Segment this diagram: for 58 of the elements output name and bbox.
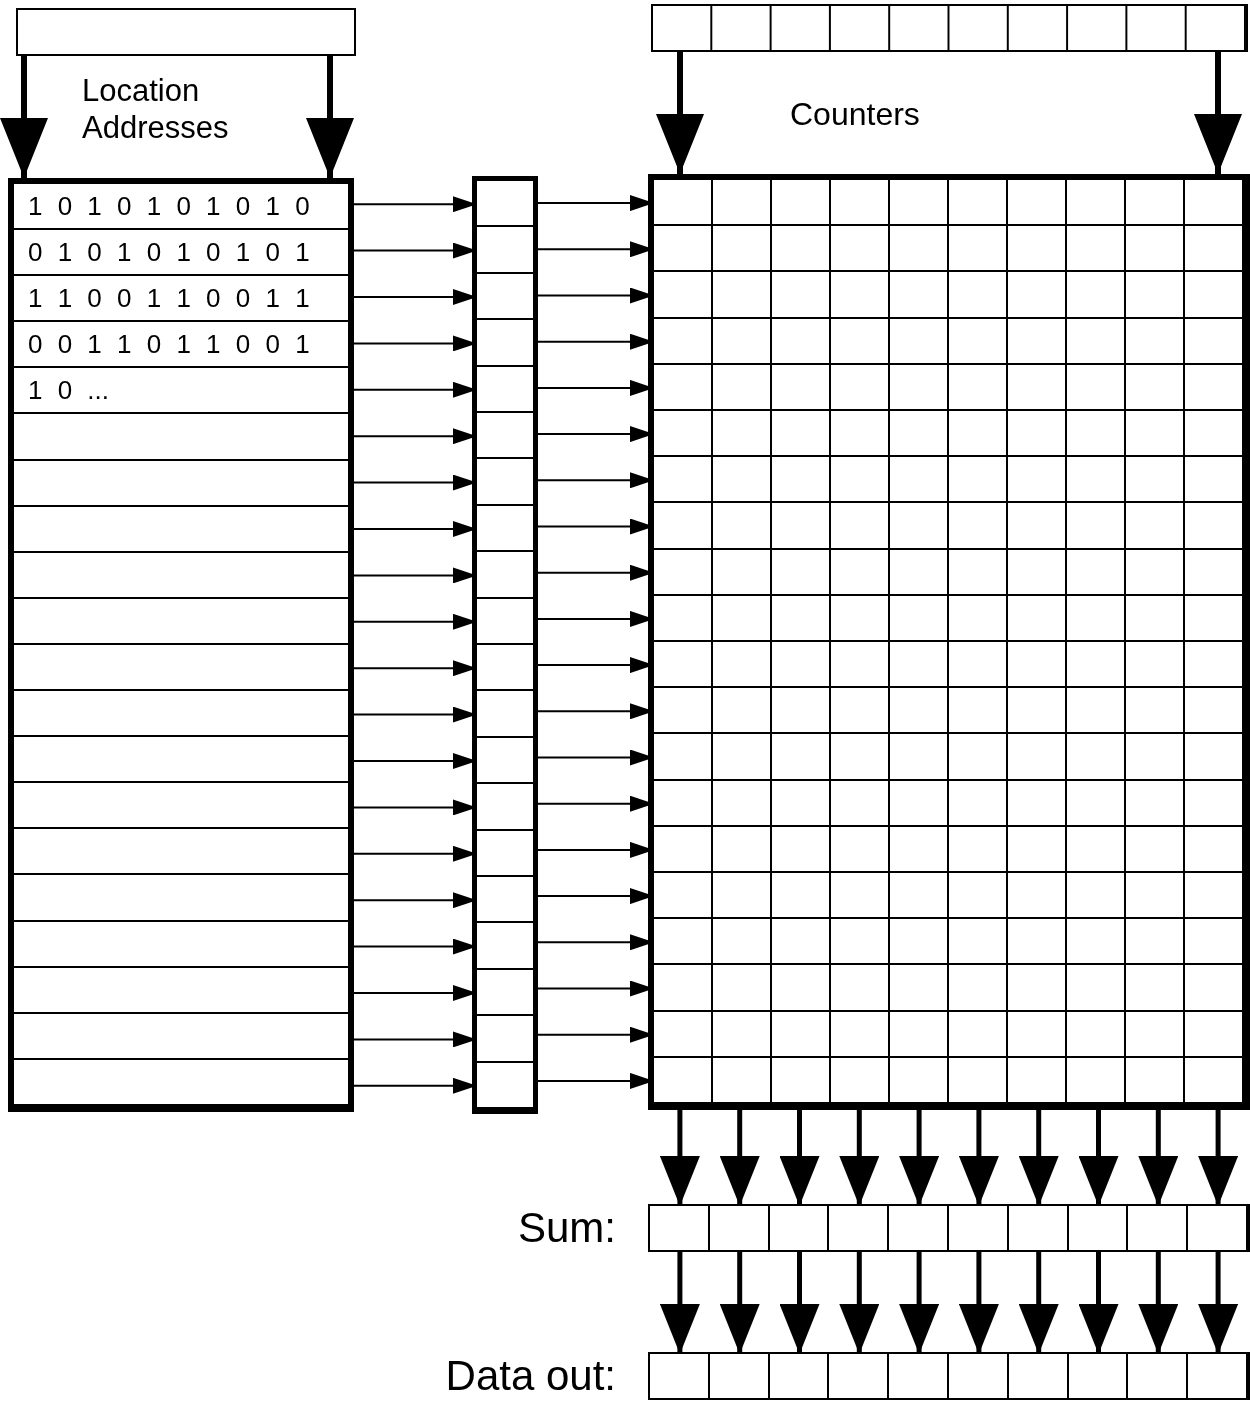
table-row xyxy=(654,411,1244,458)
table-row xyxy=(654,318,1244,365)
bit-pattern: 1 1 0 0 1 1 0 0 1 1 xyxy=(27,282,310,314)
table-row xyxy=(654,364,1244,411)
table-row xyxy=(654,503,1244,550)
arrow xyxy=(1138,1110,1179,1206)
arrow xyxy=(656,52,704,174)
table-row xyxy=(654,272,1244,319)
arrow xyxy=(1078,1110,1119,1206)
arrow xyxy=(1138,1250,1179,1354)
table-row xyxy=(654,226,1244,273)
table-row xyxy=(654,780,1244,827)
arrow xyxy=(719,1250,760,1354)
table-row xyxy=(654,642,1244,689)
table-row xyxy=(654,1057,1244,1104)
register-label: Sum: xyxy=(517,1204,616,1252)
table-row xyxy=(654,549,1244,596)
arrow xyxy=(1018,1250,1059,1354)
arrow xyxy=(839,1250,880,1354)
arrow xyxy=(779,1110,820,1206)
arrow xyxy=(0,56,48,178)
memory-array xyxy=(472,176,538,1114)
table-row xyxy=(654,457,1244,504)
table-row xyxy=(654,180,1244,227)
table-row xyxy=(654,1011,1244,1058)
arrow xyxy=(1018,1110,1059,1206)
arrow xyxy=(659,1250,700,1354)
bit-pattern: 1 0 ... xyxy=(27,374,110,406)
table-row xyxy=(654,919,1244,966)
arrow xyxy=(1198,1250,1239,1354)
arrow xyxy=(839,1110,880,1206)
section-label: Location Addresses xyxy=(82,72,230,147)
arrow xyxy=(1198,1110,1239,1206)
bit-pattern: 0 0 1 1 0 1 1 0 0 1 xyxy=(27,328,310,360)
register xyxy=(651,4,1248,52)
memory-array xyxy=(648,174,1250,1110)
table-row xyxy=(654,826,1244,873)
table-row xyxy=(654,873,1244,920)
memory-array xyxy=(8,178,354,1112)
arrow xyxy=(958,1250,999,1354)
bit-pattern: 1 0 1 0 1 0 1 0 1 0 xyxy=(27,190,310,222)
arrow xyxy=(779,1250,820,1354)
arrow xyxy=(1078,1250,1119,1354)
bit-pattern: 0 1 0 1 0 1 0 1 0 1 xyxy=(27,236,310,268)
arrow xyxy=(719,1110,760,1206)
section-label: Counters xyxy=(790,95,921,134)
arrow xyxy=(1194,52,1242,174)
register-label: Data out: xyxy=(445,1352,616,1400)
arrow xyxy=(899,1110,940,1206)
arrow xyxy=(899,1250,940,1354)
register xyxy=(16,8,356,56)
arrow xyxy=(659,1110,700,1206)
table-row xyxy=(654,965,1244,1012)
arrow xyxy=(306,56,354,178)
table-row xyxy=(654,595,1244,642)
table-row xyxy=(654,734,1244,781)
table-row xyxy=(654,688,1244,735)
arrow xyxy=(958,1110,999,1206)
